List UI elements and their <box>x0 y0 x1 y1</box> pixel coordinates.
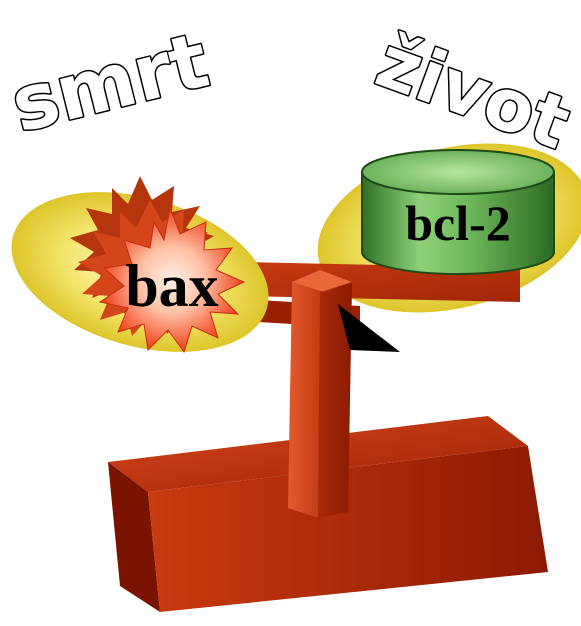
scale-base-side <box>108 462 160 612</box>
scale-base-front <box>148 446 548 612</box>
zivot-wordart-label: život <box>366 19 580 165</box>
starburst-icon <box>98 206 246 354</box>
cylinder-icon <box>361 171 555 275</box>
bax-label: bax <box>125 253 218 319</box>
scale-post-shade <box>318 282 352 518</box>
bcl2-cylinder: bcl-2 <box>361 149 555 275</box>
scale-post <box>288 270 352 518</box>
black-triangle-pointer-icon <box>338 304 400 352</box>
bax-starburst-stack: bax <box>70 176 246 354</box>
smrt-wordart-label: smrt <box>3 15 217 149</box>
bcl2-label: bcl-2 <box>405 195 511 251</box>
scale-post-top <box>292 270 352 292</box>
cylinder-top <box>361 149 555 195</box>
